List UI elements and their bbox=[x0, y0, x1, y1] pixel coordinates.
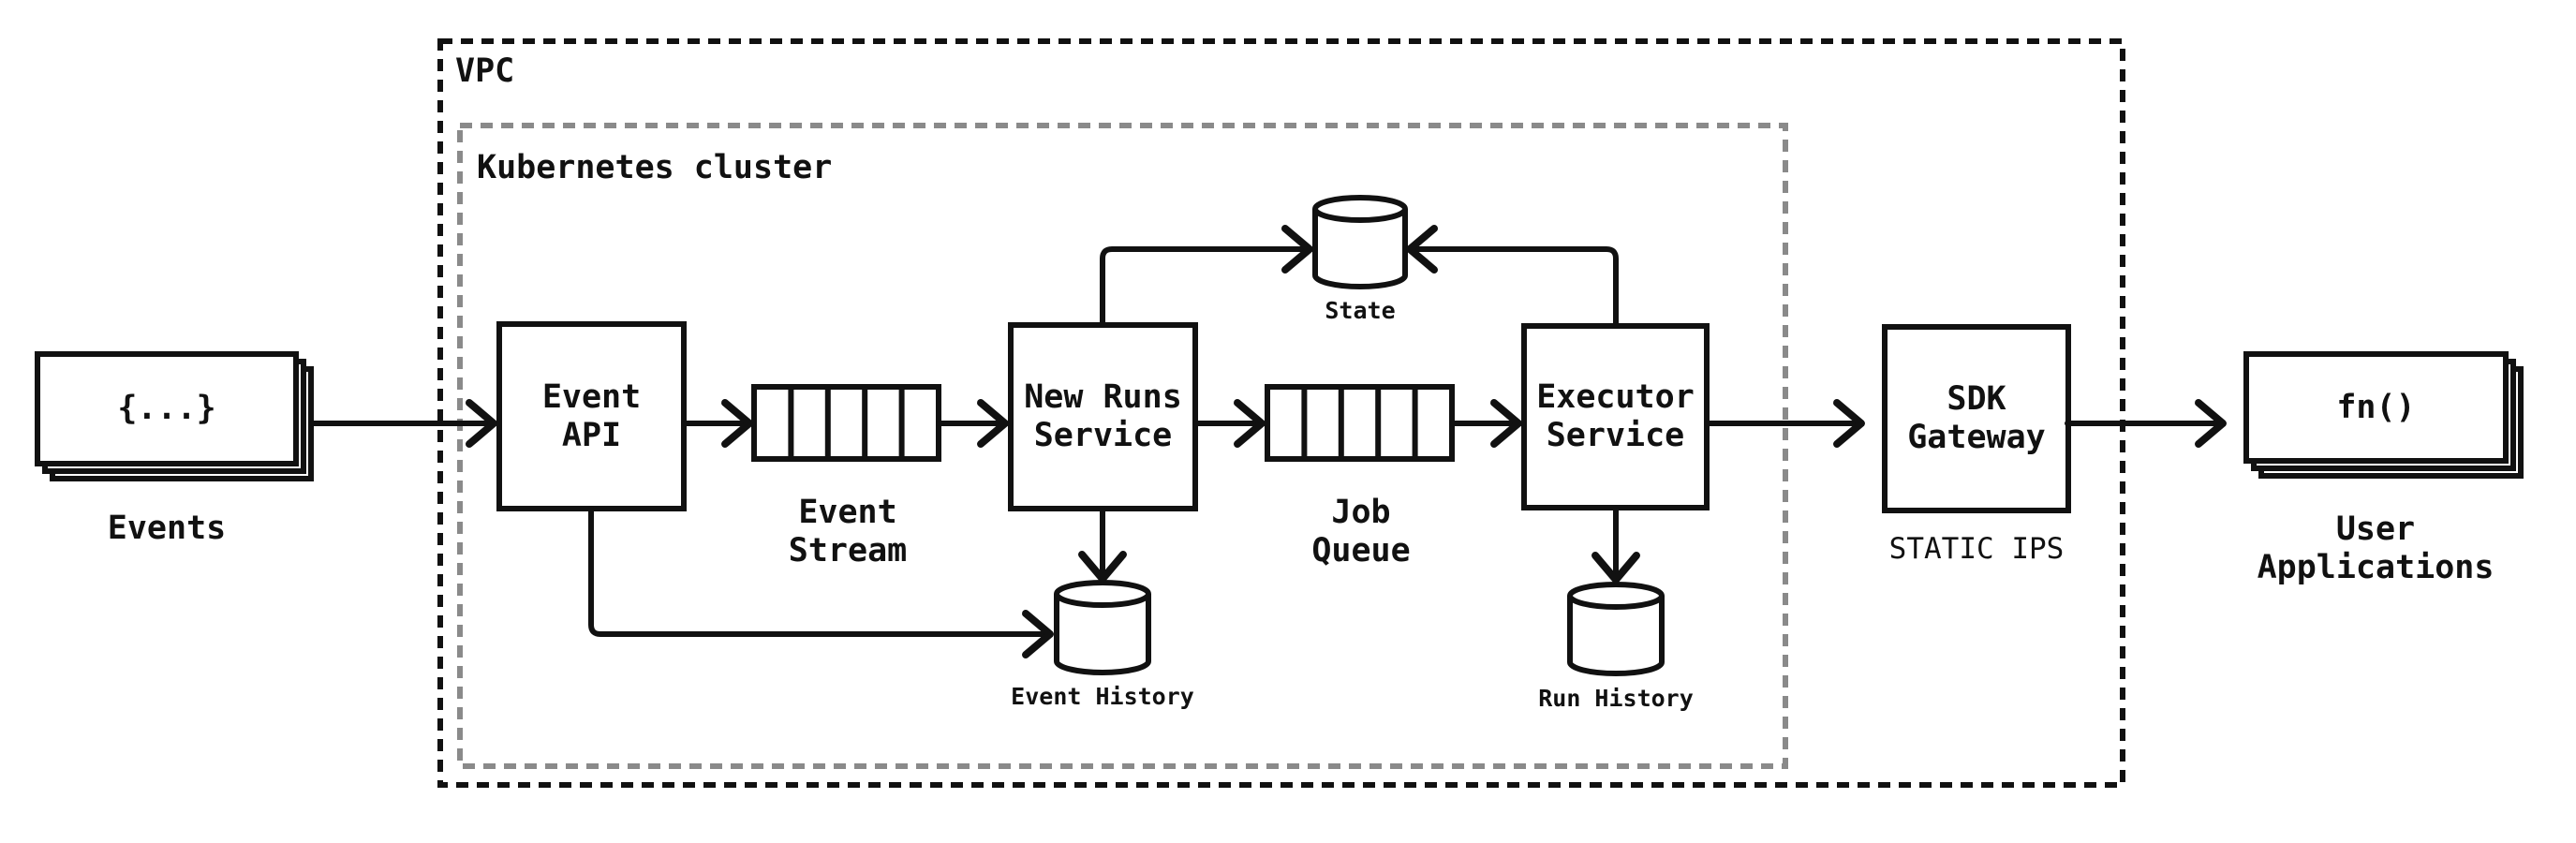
executor-service-box bbox=[1521, 323, 1710, 510]
run-history-database-icon bbox=[1567, 582, 1665, 676]
edge-event-api-to-event-history bbox=[588, 506, 1054, 658]
event-history-database-icon bbox=[1054, 580, 1151, 675]
new-runs-service-label: New Runs Service bbox=[1024, 378, 1182, 454]
event-history-label: Event History bbox=[1011, 683, 1194, 710]
queue-outline bbox=[751, 384, 941, 462]
cylinder-top bbox=[1312, 195, 1408, 223]
user-applications-label: User Applications bbox=[2257, 510, 2495, 586]
arrowhead-right-icon bbox=[2195, 399, 2227, 448]
user-apps-stack-front bbox=[2243, 351, 2509, 464]
edge-events-to-event-api bbox=[309, 399, 497, 448]
cylinder-body bbox=[1054, 594, 1151, 675]
arrowhead-right-icon bbox=[1490, 399, 1522, 448]
user-applications-stack-icon bbox=[2243, 351, 2524, 479]
state-database-icon bbox=[1312, 195, 1408, 289]
edge-event-api-to-event-stream bbox=[681, 399, 753, 448]
executor-service-label: Executor Service bbox=[1536, 378, 1695, 454]
arrowhead-right-icon bbox=[977, 399, 1009, 448]
user-apps-icon-text: fn() bbox=[2336, 388, 2416, 426]
events-stack-front bbox=[35, 351, 299, 466]
edge-executor-to-run-history bbox=[1591, 505, 1640, 584]
arrowhead-down-icon bbox=[1078, 551, 1127, 583]
edge-line bbox=[1100, 246, 1307, 328]
kubernetes-cluster-label: Kubernetes cluster bbox=[477, 149, 833, 186]
sdk-gateway-box bbox=[1882, 324, 2071, 513]
kubernetes-cluster-boundary bbox=[457, 123, 1788, 769]
edge-executor-to-state bbox=[1406, 225, 1619, 329]
state-label: State bbox=[1325, 297, 1396, 324]
cylinder-body bbox=[1312, 209, 1408, 289]
sdk-gateway-label: SDK Gateway bbox=[1907, 380, 2046, 456]
arrowhead-left-icon bbox=[1406, 225, 1438, 274]
event-stream-label: Event Stream bbox=[788, 494, 908, 569]
events-label: Events bbox=[107, 510, 227, 547]
cylinder-top bbox=[1054, 580, 1151, 608]
arrowhead-right-icon bbox=[1234, 399, 1266, 448]
new-runs-service-box bbox=[1008, 322, 1198, 511]
edge-executor-to-sdk-gateway bbox=[1704, 399, 1865, 448]
arrowhead-right-icon bbox=[1281, 225, 1313, 274]
event-api-label: Event API bbox=[541, 377, 642, 454]
edge-line bbox=[588, 506, 1047, 637]
run-history-label: Run History bbox=[1538, 685, 1694, 712]
job-queue-icon bbox=[1265, 384, 1455, 462]
arrowhead-right-icon bbox=[1833, 399, 1865, 448]
arrowhead-right-icon bbox=[1022, 610, 1054, 658]
arrowhead-down-icon bbox=[1591, 552, 1640, 584]
edge-new-runs-to-state bbox=[1100, 225, 1313, 328]
edge-new-runs-to-job-queue bbox=[1192, 399, 1266, 448]
vpc-label: VPC bbox=[455, 52, 515, 90]
edge-event-stream-to-new-runs bbox=[936, 399, 1009, 448]
arrowhead-right-icon bbox=[721, 399, 753, 448]
events-icon-text: {...} bbox=[117, 390, 216, 427]
arrowhead-right-icon bbox=[466, 399, 497, 448]
vpc-boundary bbox=[437, 38, 2125, 788]
static-ips-label: STATIC IPS bbox=[1888, 532, 2065, 566]
edge-new-runs-to-event-history bbox=[1078, 506, 1127, 583]
edge-line bbox=[1413, 246, 1619, 329]
event-stream-queue-icon bbox=[751, 384, 941, 462]
queue-outline bbox=[1265, 384, 1455, 462]
event-api-box bbox=[496, 321, 687, 511]
cylinder-top bbox=[1567, 582, 1665, 610]
edge-sdk-gateway-to-user-apps bbox=[2065, 399, 2227, 448]
cylinder-body bbox=[1567, 596, 1665, 676]
job-queue-label: Job Queue bbox=[1311, 494, 1411, 569]
edge-job-queue-to-executor bbox=[1449, 399, 1522, 448]
